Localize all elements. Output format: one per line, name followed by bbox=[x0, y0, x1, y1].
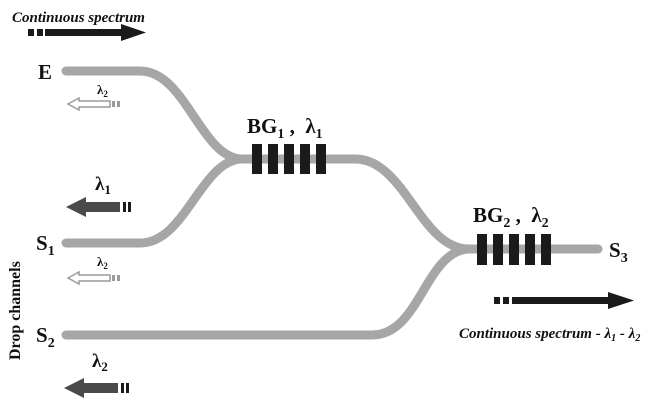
port-s2-label: S2 bbox=[36, 323, 55, 351]
fiber-e-to-bg1 bbox=[61, 66, 245, 164]
bg2-label: BG2 , λ2 bbox=[473, 203, 549, 231]
bragg-grating-1 bbox=[252, 144, 326, 174]
fiber-bg1-to-bg2 bbox=[350, 154, 473, 254]
s1-drop-arrow bbox=[66, 197, 131, 217]
drop-channels-label: Drop channels bbox=[7, 261, 24, 360]
output-arrow bbox=[494, 292, 634, 309]
s1-reflect-arrow bbox=[66, 270, 120, 286]
s1-reflect-lambda-label: λ2 bbox=[97, 254, 108, 271]
port-s3-label: S3 bbox=[609, 238, 628, 266]
top-caption: Continuous spectrum bbox=[12, 10, 145, 26]
s1-drop-lambda-label: λ1 bbox=[95, 174, 111, 197]
port-e-label: E bbox=[38, 60, 52, 84]
s2-drop-lambda-label: λ2 bbox=[92, 351, 108, 374]
e-reflect-lambda-label: λ2 bbox=[97, 82, 108, 99]
s2-drop-arrow bbox=[64, 378, 129, 398]
fiber-s1-to-bg1 bbox=[61, 154, 245, 248]
input-arrow bbox=[28, 24, 146, 41]
bragg-grating-2 bbox=[477, 234, 551, 265]
e-reflect-arrow bbox=[66, 96, 120, 112]
bottom-caption: Continuous spectrum - λ1 - λ2 bbox=[459, 326, 640, 344]
port-s1-label: S1 bbox=[36, 231, 55, 259]
fiber-s2-to-bg2 bbox=[61, 244, 473, 340]
bg1-label: BG1 , λ1 bbox=[247, 114, 323, 142]
